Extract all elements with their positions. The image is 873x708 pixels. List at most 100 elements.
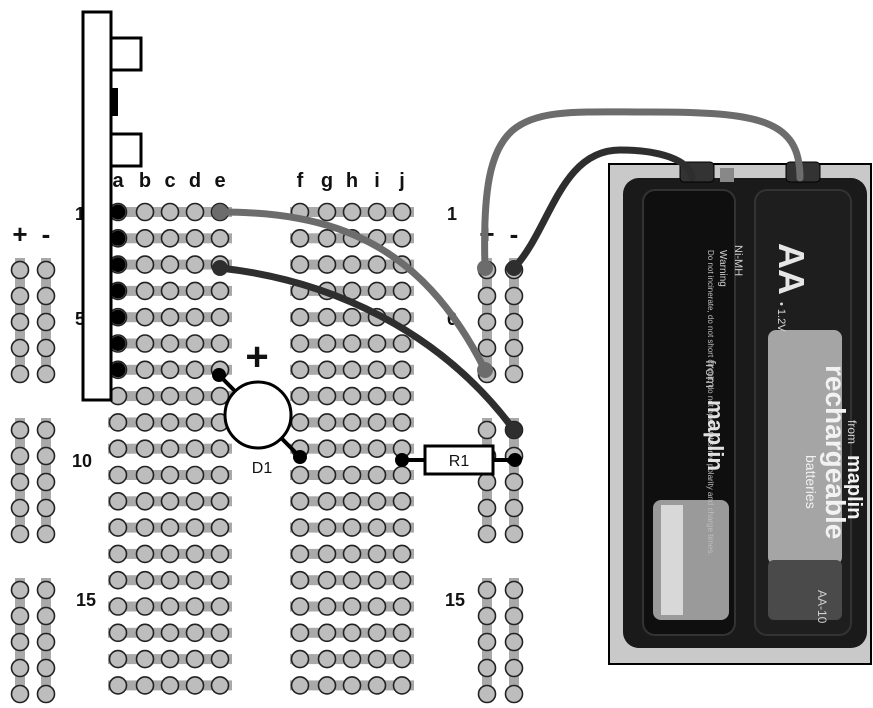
power-rail-hole xyxy=(12,314,29,331)
breadboard-hole xyxy=(394,388,411,405)
breadboard-hole xyxy=(187,309,204,326)
breadboard-hole xyxy=(344,440,361,457)
breadboard-hole xyxy=(319,467,336,484)
breadboard-hole xyxy=(344,414,361,431)
breadboard-hole xyxy=(162,467,179,484)
battery-right-subword: batteries xyxy=(803,455,819,509)
breadboard-hole xyxy=(137,256,154,273)
breadboard-hole xyxy=(394,493,411,510)
power-rail-hole xyxy=(12,448,29,465)
breadboard-hole xyxy=(319,545,336,562)
breadboard-hole xyxy=(319,309,336,326)
breadboard-hole xyxy=(369,388,386,405)
breadboard-hole xyxy=(212,335,229,352)
breadboard-hole xyxy=(187,598,204,615)
battery-right-size: AA xyxy=(771,243,812,295)
breadboard-hole xyxy=(292,493,309,510)
breadboard-hole xyxy=(369,545,386,562)
wire-end-e3 xyxy=(212,260,228,276)
breadboard-hole xyxy=(292,572,309,589)
module-pin xyxy=(111,310,126,325)
power-rail-hole xyxy=(38,422,55,439)
power-rail-hole xyxy=(506,288,523,305)
breadboard-hole xyxy=(212,624,229,641)
wire-end-e1 xyxy=(212,204,228,220)
breadboard-hole xyxy=(137,598,154,615)
col-label-h: h xyxy=(346,170,358,192)
breadboard-hole xyxy=(137,493,154,510)
power-rail-hole xyxy=(12,262,29,279)
breadboard-hole xyxy=(162,493,179,510)
right-rail-minus-label: - xyxy=(510,219,519,249)
row-number-10-left: 10 xyxy=(72,451,92,471)
breadboard-hole xyxy=(394,545,411,562)
breadboard-hole xyxy=(319,414,336,431)
breadboard-hole xyxy=(292,545,309,562)
breadboard-hole xyxy=(394,598,411,615)
breadboard-hole xyxy=(319,598,336,615)
breadboard-hole xyxy=(162,440,179,457)
power-rail-hole xyxy=(506,686,523,703)
col-label-f: f xyxy=(297,170,304,192)
power-rail-hole xyxy=(38,314,55,331)
breadboard-hole xyxy=(110,467,127,484)
breadboard-hole xyxy=(369,440,386,457)
breadboard-hole xyxy=(319,677,336,694)
left-rail-plus-label: + xyxy=(12,219,27,249)
breadboard-hole xyxy=(187,572,204,589)
breadboard-hole xyxy=(187,388,204,405)
battery-left-type: Ni-MH xyxy=(732,245,744,276)
wire-end-minus-rail-low xyxy=(506,422,522,438)
power-rail-hole xyxy=(38,340,55,357)
power-rail-hole xyxy=(506,582,523,599)
power-rail-hole xyxy=(38,500,55,517)
breadboard-hole xyxy=(212,519,229,536)
diode-polarity-plus: + xyxy=(245,335,268,379)
battery-right-code: AA-10 xyxy=(815,590,829,624)
diode-d1: + D1 xyxy=(212,335,307,477)
breadboard-hole xyxy=(319,624,336,641)
col-label-d: d xyxy=(189,170,201,192)
breadboard-hole xyxy=(394,572,411,589)
power-rail-hole xyxy=(12,660,29,677)
breadboard-hole xyxy=(394,204,411,221)
power-rail-hole xyxy=(38,582,55,599)
breadboard-hole xyxy=(137,572,154,589)
breadboard-hole xyxy=(344,624,361,641)
battery-right-voltage: • 1.2V xyxy=(775,302,787,332)
breadboard-hole xyxy=(292,598,309,615)
power-rail-hole xyxy=(479,314,496,331)
breadboard-hole xyxy=(319,204,336,221)
breadboard-hole xyxy=(110,414,127,431)
breadboard-hole xyxy=(394,335,411,352)
breadboard-hole xyxy=(212,440,229,457)
breadboard-hole xyxy=(212,677,229,694)
power-rail-hole xyxy=(12,526,29,543)
breadboard-hole xyxy=(212,545,229,562)
breadboard-hole xyxy=(344,335,361,352)
breadboard-hole xyxy=(162,651,179,668)
power-rail-hole xyxy=(38,366,55,383)
power-rail-hole xyxy=(12,582,29,599)
module-pin xyxy=(111,283,126,298)
breadboard-hole xyxy=(212,572,229,589)
power-rail-hole xyxy=(506,526,523,543)
breadboard-hole xyxy=(162,572,179,589)
row-number-1-right: 1 xyxy=(447,204,457,224)
breadboard-hole xyxy=(187,493,204,510)
breadboard-hole xyxy=(162,388,179,405)
resistor-label: R1 xyxy=(449,453,470,470)
breadboard-hole xyxy=(344,467,361,484)
power-rail-hole xyxy=(38,288,55,305)
power-rail-hole xyxy=(12,686,29,703)
breadboard-hole xyxy=(319,256,336,273)
breadboard-hole xyxy=(162,204,179,221)
power-rail-hole xyxy=(38,608,55,625)
col-label-i: i xyxy=(374,170,380,192)
breadboard-hole xyxy=(110,440,127,457)
breadboard-hole xyxy=(187,414,204,431)
breadboard-hole xyxy=(187,651,204,668)
power-rail-hole xyxy=(12,366,29,383)
breadboard-hole xyxy=(369,282,386,299)
breadboard-hole xyxy=(137,624,154,641)
